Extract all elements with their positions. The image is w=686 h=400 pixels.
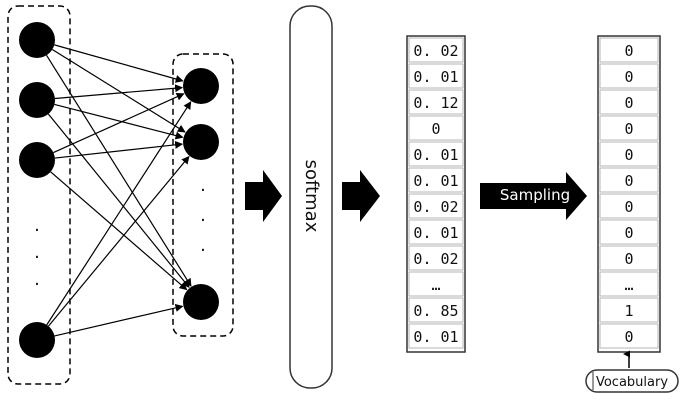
hidden-ellipsis-dot: · bbox=[200, 210, 206, 231]
probability-cell bbox=[408, 219, 464, 245]
input-layer-frame bbox=[7, 5, 71, 385]
one-hot-cell bbox=[599, 167, 659, 193]
probability-cell bbox=[408, 63, 464, 89]
connection-line bbox=[46, 54, 192, 287]
one-hot-value: 0 bbox=[624, 120, 633, 138]
hidden-node bbox=[183, 284, 219, 320]
one-hot-value: 0 bbox=[624, 146, 633, 164]
probability-cell bbox=[408, 89, 464, 115]
input-node bbox=[19, 22, 55, 58]
input-ellipsis-dot: · bbox=[34, 247, 40, 268]
softmax-label: softmax bbox=[301, 160, 322, 233]
probability-value: 0. 01 bbox=[413, 146, 458, 164]
one-hot-vector: 0 0 0 0 0 0 0 0 0 … 1 0 bbox=[597, 35, 661, 353]
probability-cell bbox=[408, 323, 464, 349]
connection-line bbox=[54, 84, 184, 100]
input-node bbox=[19, 82, 55, 118]
vocabulary-box bbox=[585, 369, 679, 393]
probability-cell bbox=[408, 271, 464, 297]
one-hot-value: 0 bbox=[624, 68, 633, 86]
connection-line bbox=[48, 155, 190, 327]
one-hot-cell bbox=[599, 63, 659, 89]
connection-line bbox=[53, 93, 185, 154]
one-hot-value: … bbox=[624, 276, 633, 294]
probability-cell bbox=[408, 245, 464, 271]
one-hot-cell bbox=[599, 89, 659, 115]
hidden-ellipsis-dot: · bbox=[200, 180, 206, 201]
vocabulary-label: Vocabulary bbox=[596, 375, 668, 390]
connection-line bbox=[54, 303, 184, 337]
input-layer-ellipsis: · · · bbox=[34, 220, 40, 295]
probability-value: 0. 02 bbox=[413, 42, 458, 60]
one-hot-value: 0 bbox=[624, 224, 633, 242]
one-hot-cell bbox=[599, 115, 659, 141]
one-hot-value: 0 bbox=[624, 172, 633, 190]
probability-value: 0. 01 bbox=[413, 224, 458, 242]
hidden-layer-frame bbox=[172, 53, 234, 337]
hidden-ellipsis-dot: · bbox=[200, 240, 206, 261]
input-ellipsis-dot: · bbox=[34, 274, 40, 295]
probability-cell bbox=[408, 193, 464, 219]
probability-value: 0. 01 bbox=[413, 172, 458, 190]
block-arrow-2 bbox=[342, 170, 380, 222]
connection-line bbox=[47, 113, 190, 289]
hidden-node bbox=[183, 68, 219, 104]
probability-value: 0. 01 bbox=[413, 328, 458, 346]
one-hot-value: 0 bbox=[624, 42, 633, 60]
one-hot-value: 0 bbox=[624, 198, 633, 216]
probability-value: 0. 02 bbox=[413, 250, 458, 268]
one-hot-cell bbox=[599, 297, 659, 323]
one-hot-cell bbox=[599, 219, 659, 245]
one-hot-value: 1 bbox=[624, 302, 633, 320]
input-layer bbox=[19, 22, 55, 358]
probability-cell bbox=[408, 115, 464, 141]
one-hot-cell bbox=[599, 193, 659, 219]
probability-value: 0. 85 bbox=[413, 302, 458, 320]
probability-vector: 0. 02 0. 01 0. 12 0 0. 01 0. 01 0. 02 0. 01 0. 0… bbox=[406, 35, 466, 353]
connection-lines bbox=[46, 44, 192, 337]
probability-cell bbox=[408, 167, 464, 193]
one-hot-cell bbox=[599, 323, 659, 349]
probability-cell bbox=[408, 37, 464, 63]
one-hot-cell bbox=[599, 37, 659, 63]
connection-line bbox=[51, 48, 186, 133]
connection-line bbox=[50, 171, 188, 291]
softmax-block bbox=[289, 5, 333, 389]
sampling-label: Sampling bbox=[500, 186, 570, 204]
one-hot-value: 0 bbox=[624, 250, 633, 268]
connection-line bbox=[54, 140, 184, 159]
connection-line bbox=[46, 101, 192, 326]
probability-value: 0. 12 bbox=[413, 94, 458, 112]
input-node bbox=[19, 322, 55, 358]
probability-cell bbox=[408, 297, 464, 323]
hidden-node bbox=[183, 124, 219, 160]
probability-value: 0. 01 bbox=[413, 68, 458, 86]
hidden-layer-ellipsis: · · · bbox=[200, 180, 206, 261]
probability-cell bbox=[408, 141, 464, 167]
probability-value: … bbox=[431, 276, 440, 294]
probability-value: 0. 02 bbox=[413, 198, 458, 216]
block-arrow-1 bbox=[245, 170, 282, 222]
input-node bbox=[19, 142, 55, 178]
one-hot-cell bbox=[599, 245, 659, 271]
connection-line bbox=[54, 103, 184, 140]
one-hot-cell bbox=[599, 271, 659, 297]
one-hot-cell bbox=[599, 141, 659, 167]
one-hot-value: 0 bbox=[624, 94, 633, 112]
one-hot-value: 0 bbox=[624, 328, 633, 346]
connection-line bbox=[54, 44, 184, 83]
input-ellipsis-dot: · bbox=[34, 220, 40, 241]
sampling-arrow bbox=[480, 172, 587, 220]
hidden-layer bbox=[183, 68, 219, 320]
probability-value: 0 bbox=[431, 120, 440, 138]
